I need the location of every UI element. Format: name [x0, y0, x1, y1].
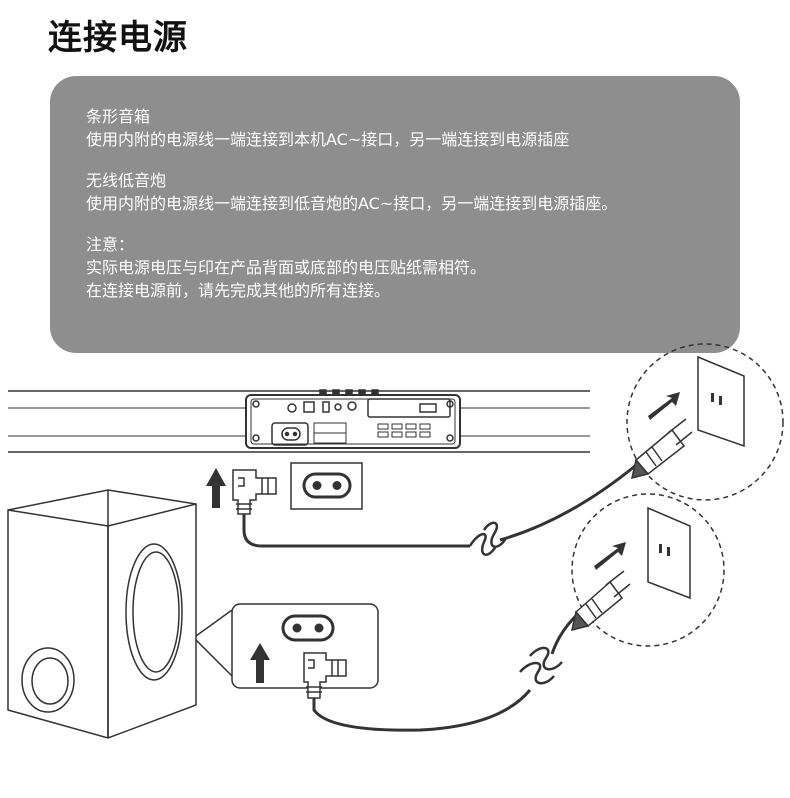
- soundbar-power-connector: [232, 469, 277, 515]
- ac-figure8-socket-icon: [290, 462, 363, 510]
- soundbar-note: 条形音箱 使用内附的电源线一端连接到本机AC~接口，另一端连接到电源插座: [86, 105, 740, 151]
- subwoofer-power-connector: [303, 652, 347, 699]
- cable-break-icon: [468, 521, 508, 556]
- caution-note: 注意： 实际电源电压与印在产品背面或底部的电压贴纸需相符。 在连接电源前，请先完…: [86, 233, 740, 302]
- subwoofer-note: 无线低音炮 使用内附的电源线一端连接到低音炮的AC~接口，另一端连接到电源插座。: [86, 169, 740, 215]
- subwoofer-power-cable: [312, 689, 532, 732]
- power-plug-icon-2: [571, 570, 631, 632]
- subwoofer-cable-break-icon: [519, 646, 563, 685]
- soundbar-ac-port-icon: [281, 427, 301, 441]
- wall-outlet-icon-2: [647, 506, 691, 600]
- subwoofer-ac-socket-icon: [281, 614, 335, 642]
- instruction-note-box: 条形音箱 使用内附的电源线一端连接到本机AC~接口，另一端连接到电源插座 无线低…: [50, 76, 740, 353]
- caution-heading: 注意：: [86, 235, 135, 254]
- plug-in-arrow-icon: [648, 392, 680, 420]
- soundbar: [8, 389, 590, 453]
- up-arrow-icon: [206, 468, 226, 508]
- caution-line-order: 在连接电源前，请先完成其他的所有连接。: [86, 281, 391, 300]
- subwoofer: [7, 489, 233, 739]
- soundbar-power-cable-to-plug: [499, 460, 641, 542]
- soundbar-instruction: 使用内附的电源线一端连接到本机AC~接口，另一端连接到电源插座: [86, 130, 570, 149]
- caution-line-voltage: 实际电源电压与印在产品背面或底部的电压贴纸需相符。: [86, 258, 487, 277]
- subwoofer-instruction: 使用内附的电源线一端连接到低音炮的AC~接口，另一端连接到电源插座。: [86, 194, 618, 213]
- plug-in-arrow-icon-2: [594, 542, 626, 570]
- power-plug-icon: [631, 418, 693, 480]
- subwoofer-up-arrow-icon: [250, 643, 270, 683]
- wall-outlet-icon: [697, 355, 745, 448]
- soundbar-outlet-callout: [626, 343, 784, 501]
- page-title: 连接电源: [48, 18, 188, 58]
- subwoofer-heading: 无线低音炮: [86, 171, 167, 190]
- soundbar-heading: 条形音箱: [86, 107, 151, 126]
- subwoofer-outlet-callout: [571, 493, 725, 647]
- soundbar-power-cable: [242, 514, 470, 548]
